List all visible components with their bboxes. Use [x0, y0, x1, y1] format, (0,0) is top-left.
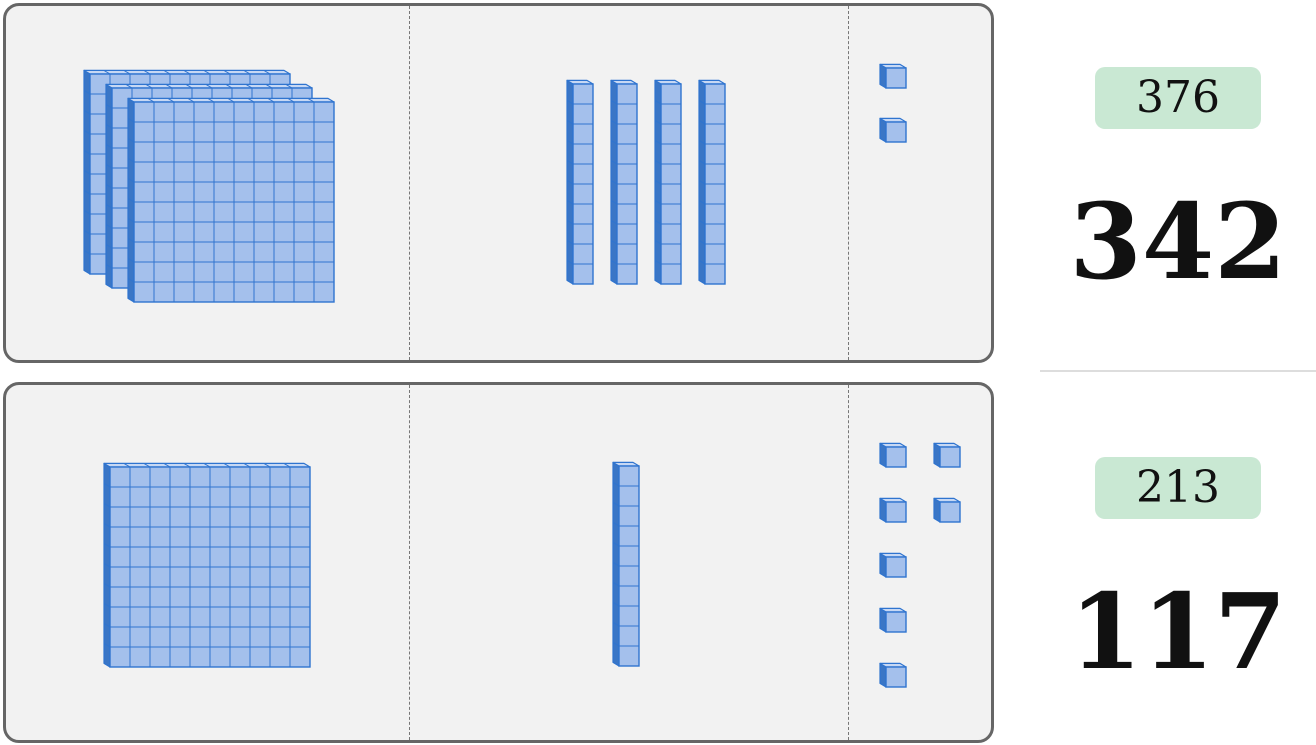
ten-rod-block	[566, 79, 594, 285]
problem-1-panel	[3, 3, 994, 363]
one-unit-cube	[879, 662, 907, 688]
one-unit-cube	[879, 117, 907, 143]
one-unit-cube	[879, 552, 907, 578]
one-unit-cube	[933, 442, 961, 468]
ten-rod-block	[654, 79, 682, 285]
problem-2-badge-wrap: 213	[1040, 457, 1316, 519]
answer-badge: 213	[1095, 457, 1261, 519]
separator-line	[1040, 370, 1316, 372]
base-ten-blocks-1	[83, 63, 907, 303]
divider-tens-ones	[848, 6, 849, 360]
hundred-flat-block	[127, 97, 335, 303]
one-unit-cube	[879, 442, 907, 468]
one-unit-cube	[879, 63, 907, 89]
one-unit-cube	[933, 497, 961, 523]
base-ten-blocks-2	[103, 442, 961, 688]
divider-tens-ones	[848, 385, 849, 740]
divider-hundreds-tens	[409, 6, 410, 360]
one-unit-cube	[879, 497, 907, 523]
ten-rod-block	[612, 461, 640, 667]
answer-badge: 376	[1095, 67, 1261, 129]
problem-number: 117	[1069, 570, 1287, 693]
hundred-flat-block	[103, 462, 311, 668]
divider-hundreds-tens	[409, 385, 410, 740]
one-unit-cube	[879, 607, 907, 633]
problem-1-badge-wrap: 376	[1040, 67, 1316, 129]
problem-number: 342	[1069, 180, 1287, 303]
problem-2-panel	[3, 382, 994, 743]
ten-rod-block	[610, 79, 638, 285]
ten-rod-block	[698, 79, 726, 285]
